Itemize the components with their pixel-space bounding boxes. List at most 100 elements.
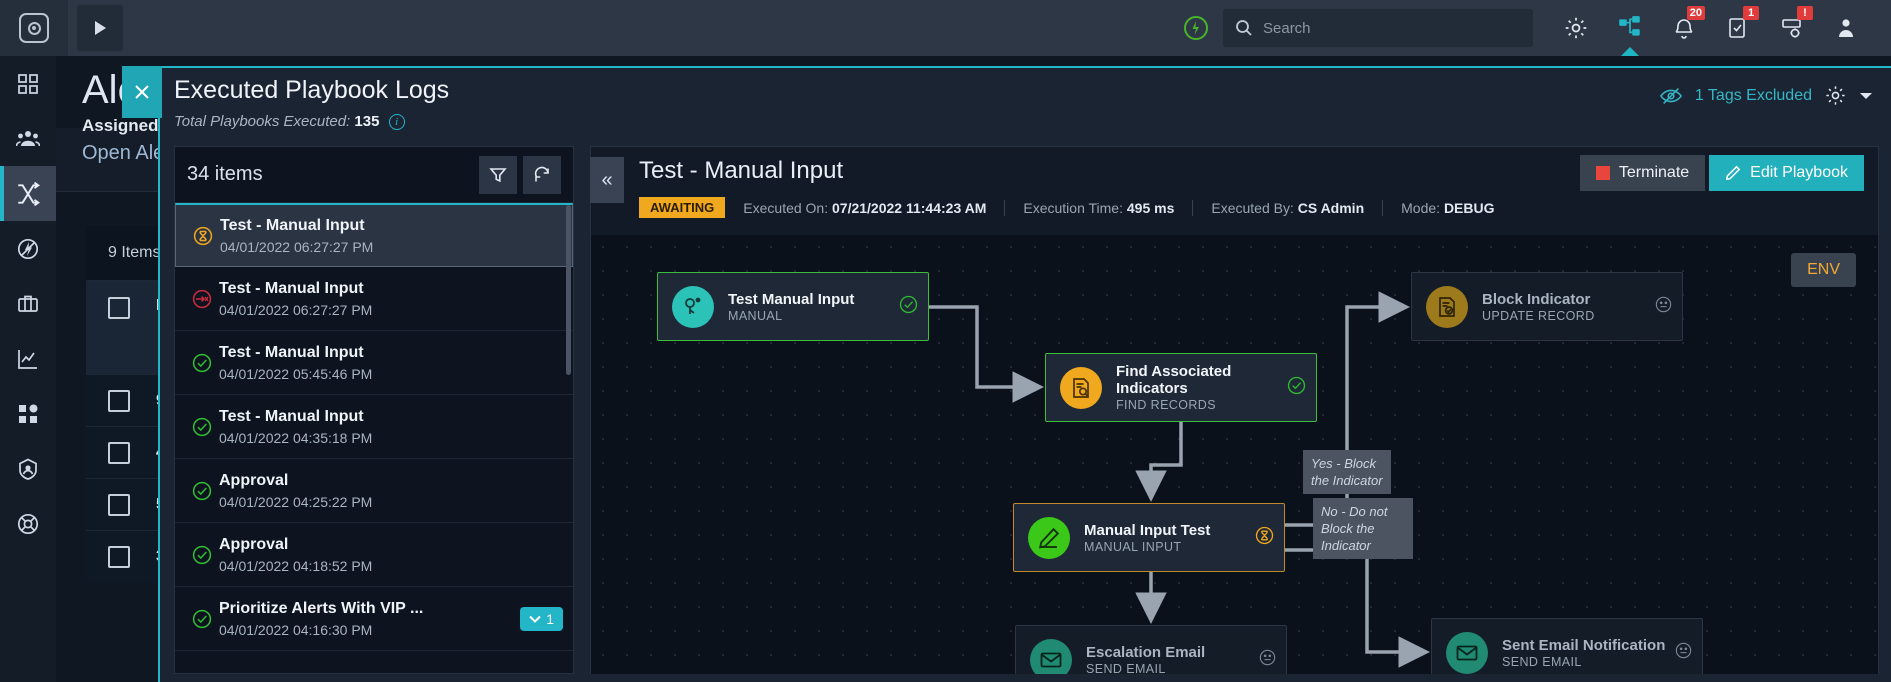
node-find-associated-indicators[interactable]: Find Associated Indicators FIND RECORDS — [1045, 353, 1317, 422]
face-neutral-icon — [1655, 296, 1672, 318]
stop-square-icon — [1595, 166, 1610, 180]
check-circle-icon — [185, 481, 219, 501]
pencil-icon — [1028, 516, 1070, 559]
chevron-double-left-icon[interactable]: « — [590, 157, 624, 203]
check-circle-icon — [185, 417, 219, 437]
row-checkbox[interactable] — [108, 545, 130, 568]
sidebar-item-teams[interactable] — [0, 111, 56, 166]
filter-icon[interactable] — [479, 155, 517, 194]
sidebar-item-threat[interactable] — [0, 441, 56, 496]
row-checkbox[interactable] — [108, 493, 130, 516]
info-icon[interactable]: i — [388, 114, 405, 130]
list-item-date: 04/01/2022 04:25:22 PM — [219, 493, 373, 510]
detail-meta-row: AWAITING Executed On: 07/21/2022 11:44:2… — [639, 197, 1531, 218]
row-checkbox[interactable] — [108, 441, 130, 464]
list-item[interactable]: Test - Manual Input 04/01/2022 04:35:18 … — [175, 395, 573, 459]
sidebar-item-support[interactable] — [0, 496, 56, 551]
list-scrollbar[interactable] — [566, 205, 571, 375]
terminate-button[interactable]: Terminate — [1579, 155, 1706, 191]
node-subtitle: MANUAL — [728, 308, 783, 323]
row-checkbox[interactable] — [108, 389, 130, 412]
filter-assigned-to[interactable]: Assigned To — [82, 116, 183, 135]
list-item[interactable]: Approval 04/01/2022 04:25:22 PM — [175, 459, 573, 523]
node-test-manual-input[interactable]: Test Manual Input MANUAL — [657, 272, 929, 341]
node-subtitle: SEND EMAIL — [1502, 654, 1582, 669]
list-scroll-area[interactable]: Test - Manual Input 04/01/2022 06:27:27 … — [175, 203, 573, 673]
playbook-detail-panel: « Test - Manual Input AWAITING Executed … — [590, 146, 1879, 674]
bell-icon[interactable]: 20 — [1657, 0, 1711, 56]
list-item[interactable]: Test - Manual Input 04/01/2022 06:27:27 … — [175, 203, 573, 267]
gear-icon[interactable] — [1824, 84, 1847, 107]
chevron-down-icon[interactable] — [1859, 91, 1873, 101]
task-check-icon[interactable]: 1 — [1711, 0, 1765, 56]
envelope-icon — [1446, 631, 1488, 674]
list-item-badge[interactable]: 1 — [520, 606, 563, 631]
edit-playbook-label: Edit Playbook — [1750, 164, 1848, 181]
node-sent-email-notification[interactable]: Sent Email Notification SEND EMAIL — [1431, 618, 1703, 674]
list-header: 34 items — [175, 147, 573, 203]
list-item[interactable]: Test - Manual Input 04/01/2022 05:45:46 … — [175, 331, 573, 395]
edit-playbook-button[interactable]: Edit Playbook — [1709, 155, 1864, 191]
list-item-name: Approval — [219, 535, 289, 553]
pencil-icon — [1726, 165, 1741, 181]
sidebar-item-reports[interactable] — [0, 331, 56, 386]
search-icon — [1236, 20, 1252, 36]
leaf-status-icon[interactable] — [1169, 0, 1223, 56]
node-title: Find Associated Indicators — [1116, 363, 1232, 397]
app-logo[interactable] — [0, 0, 68, 56]
check-circle-icon — [185, 609, 219, 629]
node-manual-input-test[interactable]: Manual Input Test MANUAL INPUT — [1013, 503, 1285, 572]
left-nav-rail — [0, 56, 56, 682]
playbook-canvas[interactable]: ENV — [591, 235, 1878, 674]
edge-label-no: No - Do not Block the Indicator — [1313, 498, 1413, 559]
sidebar-item-cases[interactable] — [0, 276, 56, 331]
awaiting-hourglass-icon — [186, 226, 220, 246]
close-icon[interactable] — [122, 66, 162, 118]
list-item[interactable]: Prioritize Alerts With VIP ... 04/01/202… — [175, 587, 573, 651]
server-settings-icon[interactable]: ! — [1765, 0, 1819, 56]
playbook-log-list: 34 items — [174, 146, 574, 674]
user-avatar-icon[interactable] — [1819, 0, 1873, 56]
list-item-date: 04/01/2022 05:45:46 PM — [219, 365, 373, 382]
sidebar-item-workflows[interactable] — [0, 166, 56, 221]
gear-icon[interactable] — [1549, 0, 1603, 56]
list-item-date: 04/01/2022 06:27:27 PM — [220, 238, 374, 255]
list-actions — [479, 155, 561, 194]
list-item[interactable]: Test - Manual Input 04/01/2022 06:27:27 … — [175, 267, 573, 331]
executed-on: Executed On: 07/21/2022 11:44:23 AM — [743, 199, 1006, 216]
sidebar-item-automation[interactable] — [0, 221, 56, 276]
tab-open-alerts[interactable]: Open Ale — [82, 142, 165, 164]
node-title: Escalation Email — [1086, 643, 1206, 661]
env-badge[interactable]: ENV — [1791, 253, 1856, 287]
server-badge: ! — [1797, 6, 1813, 20]
node-escalation-email[interactable]: Escalation Email SEND EMAIL — [1015, 625, 1287, 674]
mode: Mode: DEBUG — [1401, 200, 1512, 216]
executed-by-label: Executed By: — [1211, 199, 1294, 216]
search-box[interactable] — [1223, 9, 1533, 47]
execution-time: Execution Time: 495 ms — [1023, 199, 1194, 216]
task-badge: 1 — [1743, 6, 1759, 20]
tags-excluded-label[interactable]: 1 Tags Excluded — [1694, 86, 1812, 104]
update-record-icon — [1426, 285, 1468, 328]
envelope-icon — [1030, 638, 1072, 674]
node-block-indicator[interactable]: Block Indicator UPDATE RECORD — [1411, 272, 1683, 341]
node-title: Sent Email Notification — [1502, 636, 1666, 654]
sidebar-item-dashboard[interactable] — [0, 56, 56, 111]
select-all-checkbox[interactable] — [108, 297, 130, 319]
list-item[interactable]: Approval 04/01/2022 04:18:52 PM — [175, 523, 573, 587]
node-subtitle: FIND RECORDS — [1116, 398, 1216, 412]
eye-slash-icon[interactable] — [1659, 86, 1683, 106]
detail-title: Test - Manual Input — [639, 157, 844, 184]
bell-badge: 20 — [1686, 6, 1705, 20]
status-badge: AWAITING — [639, 197, 726, 218]
list-item[interactable] — [175, 651, 573, 673]
expand-sidebar-button[interactable] — [77, 5, 123, 51]
search-input[interactable] — [1263, 19, 1513, 37]
modal-header: Executed Playbook Logs Total Playbooks E… — [160, 68, 1891, 138]
find-records-icon — [1060, 366, 1102, 409]
refresh-icon[interactable] — [523, 155, 561, 194]
check-circle-icon — [185, 353, 219, 373]
executed-on-label: Executed On: — [743, 199, 829, 216]
sitemap-icon[interactable] — [1603, 0, 1657, 56]
sidebar-item-apps[interactable] — [0, 386, 56, 441]
